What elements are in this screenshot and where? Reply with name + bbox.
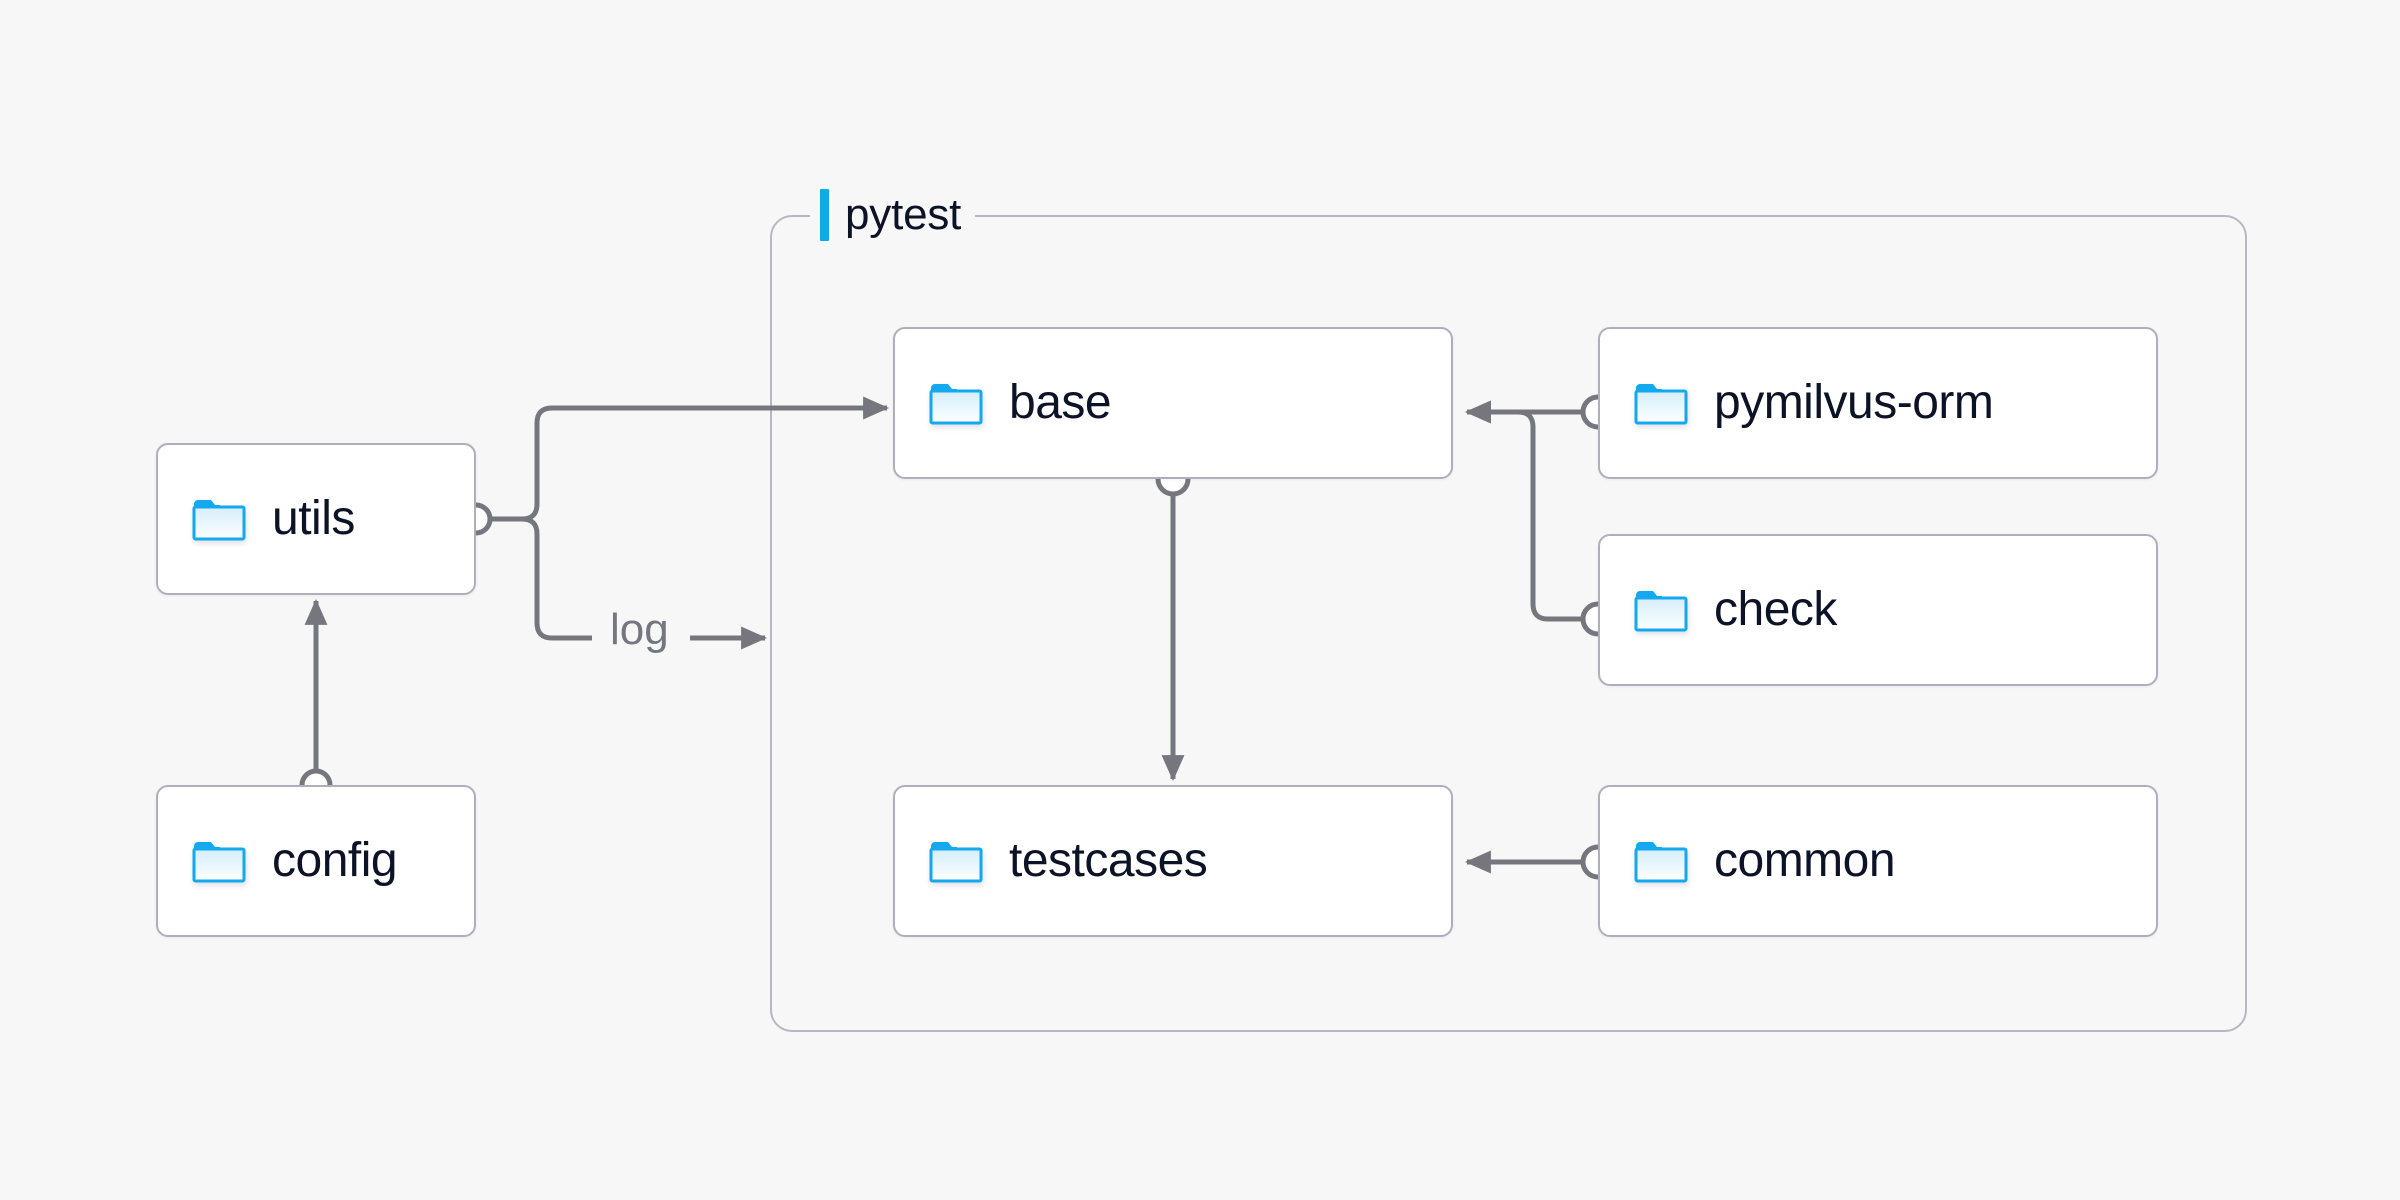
folder-icon — [1634, 384, 1688, 425]
folder-icon — [929, 842, 983, 883]
node-base[interactable]: base — [893, 327, 1453, 479]
node-label: base — [1009, 376, 1112, 429]
node-config[interactable]: config — [156, 785, 476, 937]
node-utils[interactable]: utils — [156, 443, 476, 595]
node-label: common — [1714, 834, 1896, 887]
folder-icon — [1634, 842, 1688, 883]
edge-utils-to-pytest-log-a[interactable] — [521, 516, 592, 641]
node-check[interactable]: check — [1598, 534, 2158, 686]
node-label: config — [272, 834, 398, 887]
node-pymilvus-orm[interactable]: pymilvus-orm — [1598, 327, 2158, 479]
folder-icon — [929, 384, 983, 425]
node-label: check — [1714, 583, 1837, 636]
group-accent-bar-icon — [820, 189, 829, 241]
node-testcases[interactable]: testcases — [893, 785, 1453, 937]
folder-icon — [192, 842, 246, 883]
node-label: testcases — [1009, 834, 1208, 887]
folder-icon — [192, 500, 246, 541]
node-label: pymilvus-orm — [1714, 376, 1994, 429]
pytest-group-label[interactable]: pytest — [810, 189, 976, 241]
edge-label-log: log — [600, 608, 679, 652]
pytest-group-container[interactable] — [770, 215, 2247, 1032]
group-label-text: pytest — [845, 190, 962, 239]
node-common[interactable]: common — [1598, 785, 2158, 937]
node-label: utils — [272, 492, 355, 545]
folder-icon — [1634, 591, 1688, 632]
